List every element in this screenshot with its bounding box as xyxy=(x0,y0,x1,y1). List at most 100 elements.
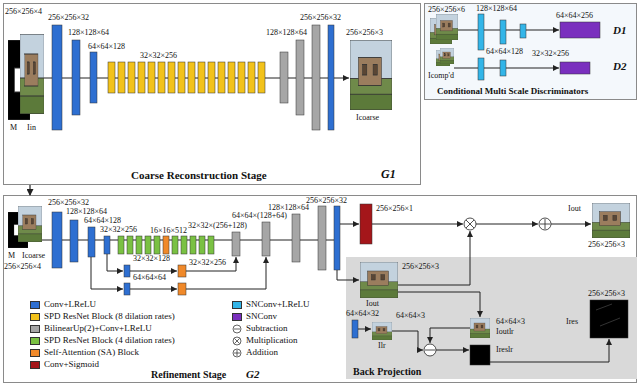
dimension-label: 64×64×3 xyxy=(396,312,425,320)
panel-title: D1 xyxy=(613,25,626,36)
dimension-label: M xyxy=(10,124,17,132)
refinement-network-graphic-part xyxy=(178,283,186,295)
dimension-label: 128×128×64 xyxy=(266,29,307,37)
coarse-network-graphic-part xyxy=(118,62,125,93)
coarse-network-graphic-part xyxy=(280,52,288,103)
refinement-network-graphic-part-part xyxy=(107,254,123,271)
refinement-network-graphic-part xyxy=(52,212,62,268)
refinement-network-graphic-part-part xyxy=(372,224,463,225)
dimension-label: 128×128×64 xyxy=(66,208,107,216)
refinement-network-graphic-part xyxy=(372,322,392,340)
dimension-label: 256×256×4 xyxy=(4,263,41,271)
refinement-network-graphic-part-part xyxy=(186,257,236,271)
refinement-network-graphic-part-part xyxy=(425,350,435,351)
dimension-label: 64×64×64 xyxy=(133,274,166,282)
panel-text: G2 xyxy=(246,369,259,380)
legend-text: Addition xyxy=(246,348,278,357)
coarse-network-graphic-part xyxy=(188,62,195,93)
dimension-label: 32×32×128 xyxy=(133,255,170,263)
coarse-network-graphic-part xyxy=(108,62,115,93)
dimension-label: Icoarse xyxy=(22,252,45,260)
refinement-network-graphic-part xyxy=(592,203,630,238)
refinement-network-graphic-part-part xyxy=(436,350,469,351)
refinement-network-graphic-part xyxy=(232,232,240,256)
coarse-network-graphic-part xyxy=(168,62,175,93)
legend-swatch xyxy=(232,301,242,309)
refinement-network-graphic-part xyxy=(163,236,169,254)
discriminator-graphic-part xyxy=(458,30,559,31)
dimension-label: 128×128×64 xyxy=(268,204,309,212)
dimension-label: Iout xyxy=(366,300,379,308)
discriminator-graphic-part xyxy=(478,58,484,80)
legend-swatch xyxy=(30,349,40,357)
refinement-network-graphic-part-part xyxy=(551,224,591,225)
refinement-network-graphic-part-part xyxy=(337,270,359,280)
coarse-network-graphic-part xyxy=(158,62,165,93)
dimension-label: 256×256×6 xyxy=(428,6,465,14)
coarse-network-graphic-part xyxy=(218,62,225,93)
refinement-network-graphic-part-part xyxy=(476,224,538,225)
dimension-label: 64×64×3 xyxy=(496,318,525,326)
discriminator-graphic-part xyxy=(440,48,454,64)
coarse-network-graphic-part xyxy=(178,62,185,93)
coarse-network-graphic-part xyxy=(198,62,205,93)
legend-symbols xyxy=(233,325,241,357)
legend-symbols-part xyxy=(233,337,241,345)
legend-symbols-part xyxy=(233,349,241,357)
coarse-network-graphic xyxy=(8,25,392,130)
panel-title: Coarse Reconstruction Stage xyxy=(131,170,267,181)
refinement-network-graphic-part xyxy=(360,262,398,298)
refinement-network-graphic-part-part xyxy=(392,331,423,350)
panel-text: Conditional Multi Scale Discriminators xyxy=(437,87,588,96)
dimension-label: Ioutlr xyxy=(496,328,514,336)
refinement-network-graphic-part-part xyxy=(186,257,266,289)
legend-symbols-part xyxy=(234,329,240,330)
legend-text: SNConv xyxy=(246,312,277,321)
dimension-label: M xyxy=(8,252,15,260)
refinement-network-graphic-part xyxy=(154,236,160,254)
discriminator-graphic-part xyxy=(560,22,600,38)
panel-title: Back Projection xyxy=(353,367,421,377)
refinement-network-graphic-part xyxy=(124,265,130,277)
refinement-network-graphic-part xyxy=(292,214,300,262)
dimension-label: 256×256×3 xyxy=(588,290,625,298)
dimension-label: 256×256×32 xyxy=(300,14,341,22)
dimension-label: 256×256×32 xyxy=(306,197,347,205)
legend-swatch xyxy=(232,313,242,321)
refinement-network-graphic-part-part xyxy=(358,329,371,330)
coarse-network-graphic-part xyxy=(350,40,392,110)
panel-text: G1 xyxy=(381,168,396,180)
dimension-label: 256×256×32 xyxy=(48,199,89,207)
dimension-label: 64×64×128 xyxy=(84,217,121,225)
legend-text: Conv+Sigmoid xyxy=(44,360,99,369)
coarse-network-graphic-part xyxy=(128,62,135,93)
coarse-network-graphic-part xyxy=(228,62,235,93)
refinement-network-graphic-part-part xyxy=(91,257,123,289)
refinement-network-graphic-part-part xyxy=(424,344,436,356)
legend-text: SPD ResNet Block (8 dilation rates) xyxy=(44,312,175,321)
coarse-network-graphic-part xyxy=(90,52,97,103)
refinement-network-graphic-part xyxy=(104,236,110,254)
dimension-label: 32×32×256 xyxy=(140,52,177,60)
refinement-network-graphic-part-part xyxy=(539,218,551,230)
dimension-label: Ires xyxy=(566,318,578,326)
legend-symbols-part xyxy=(233,325,241,333)
coarse-network-graphic-part xyxy=(296,40,304,115)
flow-arrow xyxy=(29,185,30,195)
dimension-label: 256×256×3 xyxy=(588,241,625,249)
coarse-network-graphic-part xyxy=(148,62,155,93)
legend-text: SNConv+LReLU xyxy=(246,300,310,309)
dimension-label: 16×16×512 xyxy=(150,227,187,235)
coarse-network-graphic-part xyxy=(238,62,245,93)
panel-title: Refinement Stage xyxy=(151,370,226,380)
refinement-network-graphic-part xyxy=(190,236,196,254)
legend-text: Subtraction xyxy=(246,324,288,333)
legend-symbols-part xyxy=(235,339,240,344)
dimension-label: Iin xyxy=(27,124,36,132)
legend-swatch xyxy=(30,325,40,333)
dimension-label: Iout xyxy=(568,205,581,213)
refinement-network-graphic-part xyxy=(136,236,142,254)
legend-symbols-part xyxy=(234,350,240,356)
legend-text: Multiplication xyxy=(246,336,298,345)
